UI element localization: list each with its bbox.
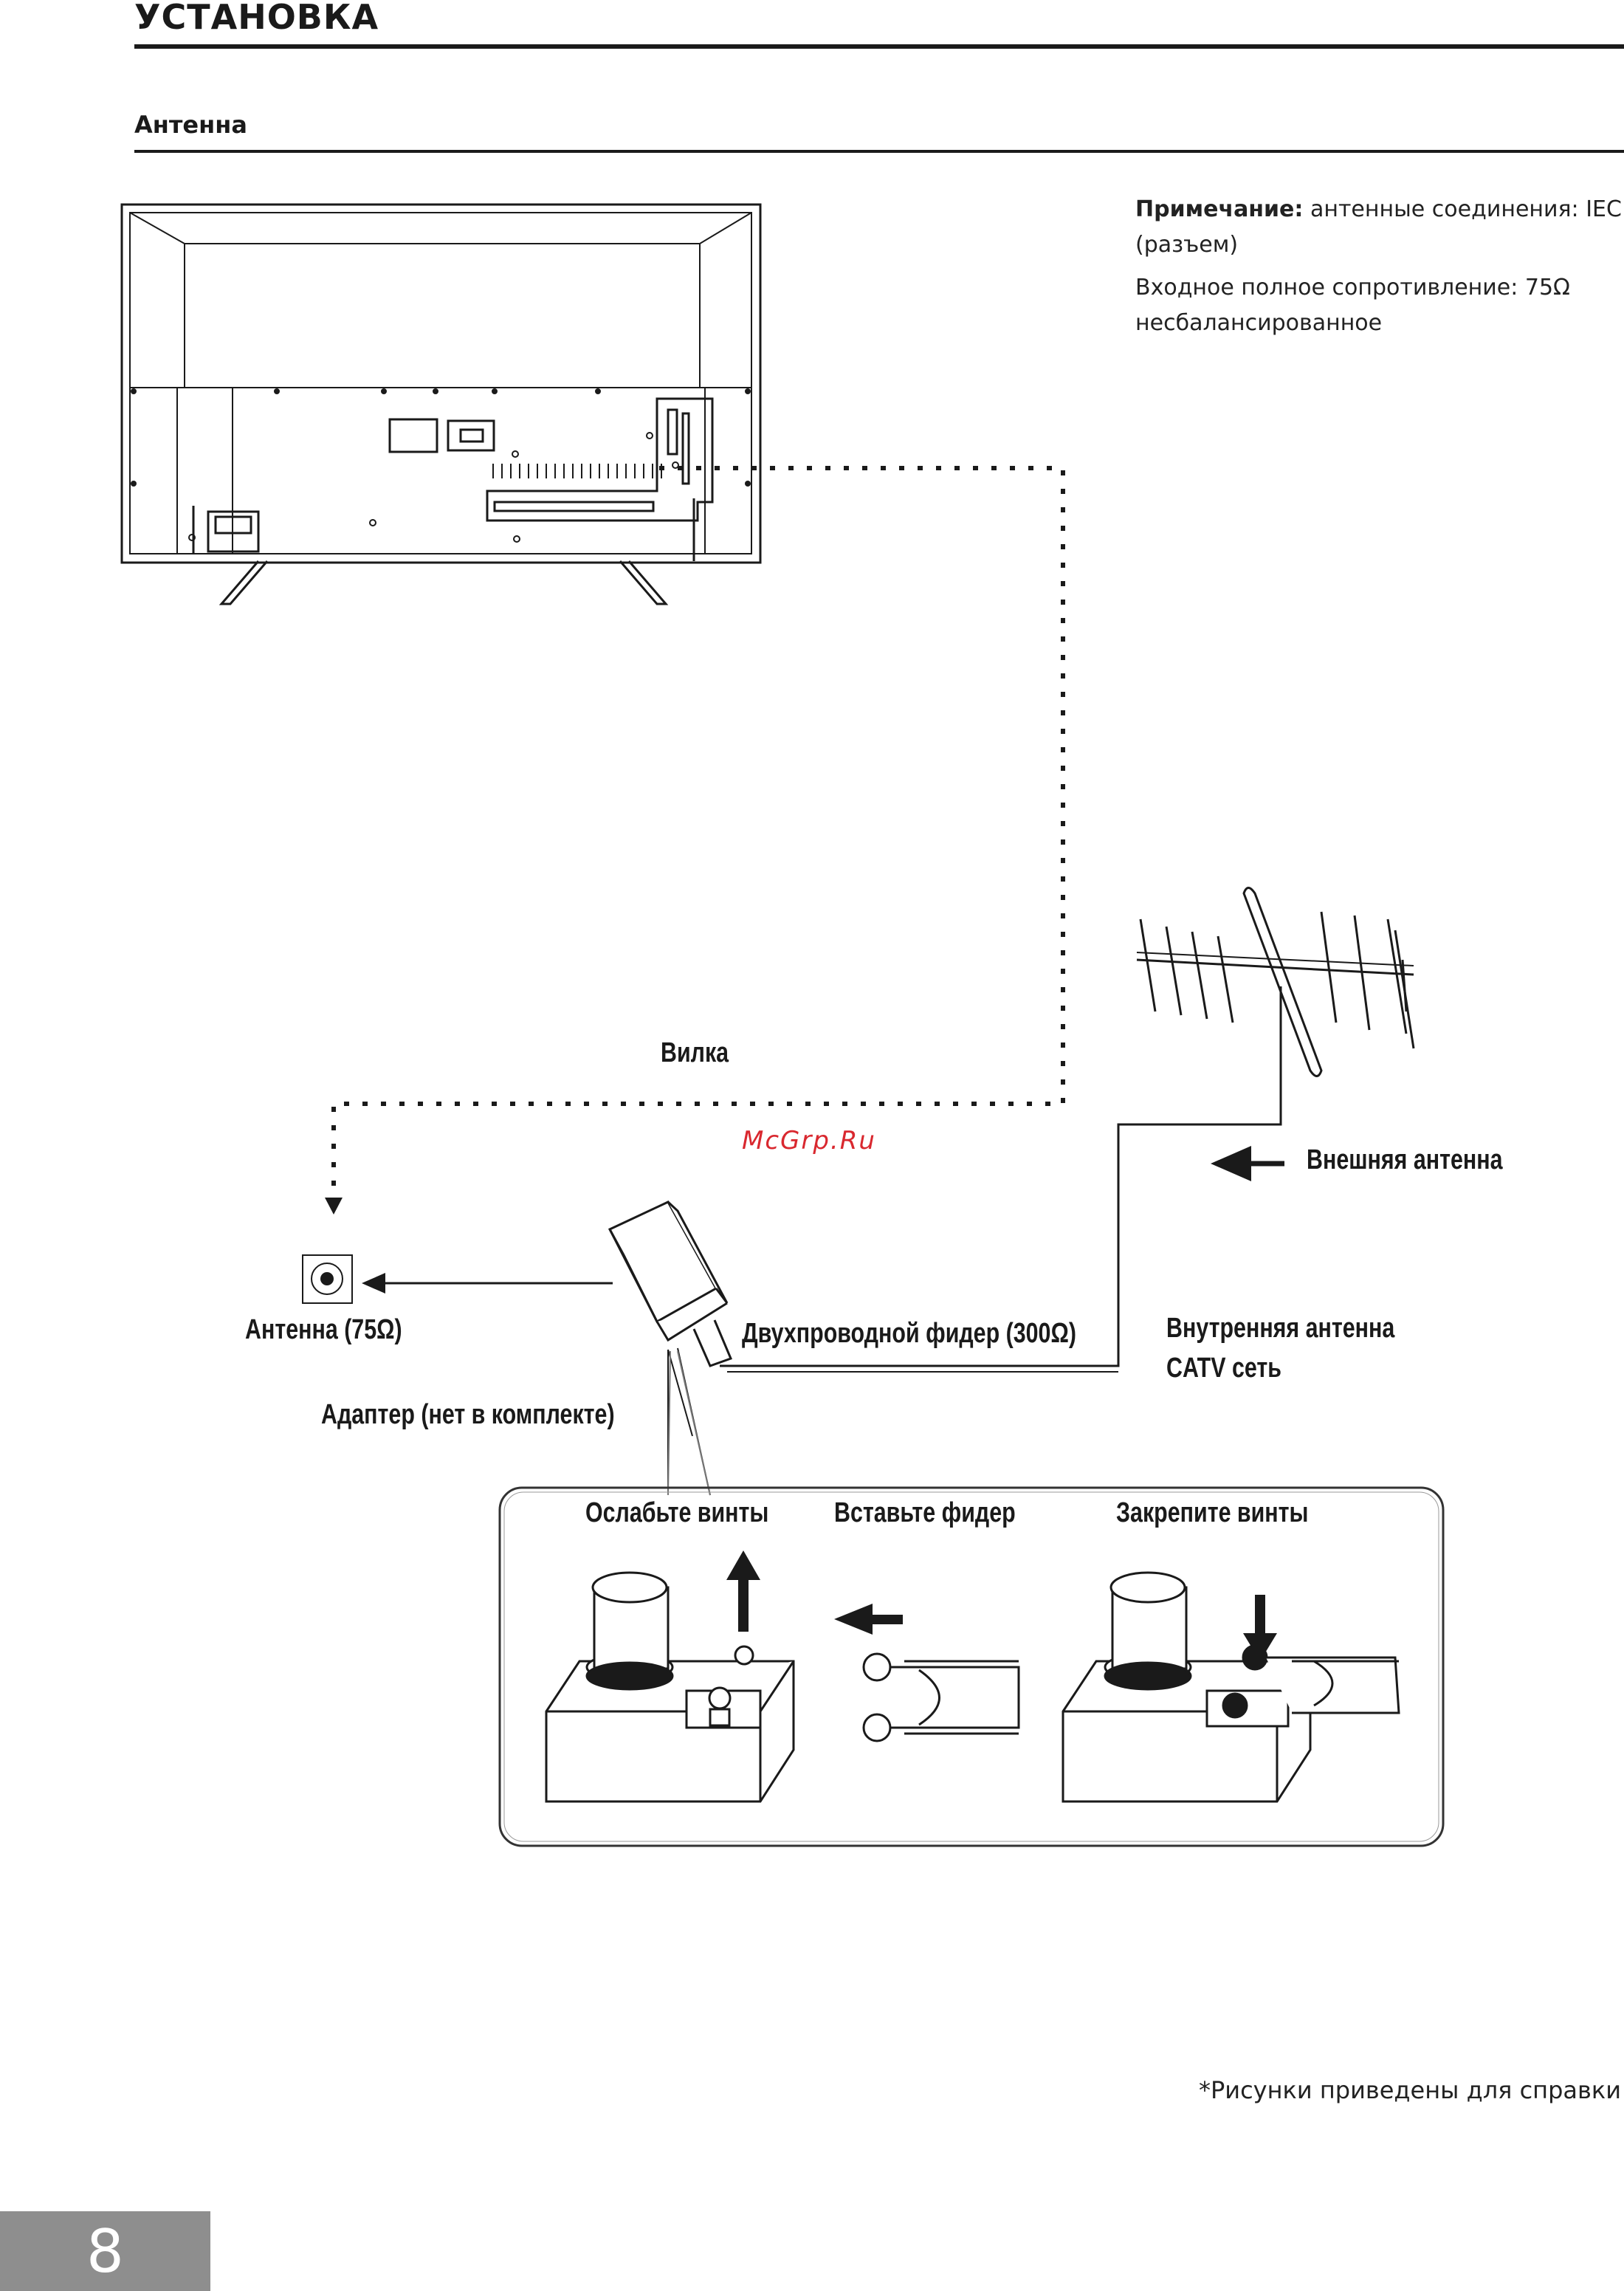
twin-lead-icon <box>862 1652 1020 1742</box>
callout-line-left <box>667 1350 671 1496</box>
cable-path <box>331 466 1065 1200</box>
label-adapter: Адаптер (нет в комплекте) <box>321 1399 615 1430</box>
label-antenna-jack: Антенна (75Ω) <box>245 1314 402 1345</box>
twin-lead-line <box>720 986 1282 1367</box>
section-title: УСТАНОВКА <box>134 0 379 37</box>
outdoor-arrow-head <box>1211 1146 1251 1181</box>
note-label: Примечание: <box>1135 196 1304 222</box>
note-line-1: Примечание: антенные соединения: IEC (ра… <box>1135 192 1623 263</box>
page-number-box <box>0 2211 210 2291</box>
subsection-title: Антенна <box>134 111 247 139</box>
label-plug: Вилка <box>661 1037 729 1068</box>
label-catv: CATV сеть <box>1166 1353 1281 1384</box>
note-block: Примечание: антенные соединения: IEC (ра… <box>1135 192 1623 348</box>
adapter-to-jack-arrowhead <box>362 1273 385 1294</box>
watermark: McGrp.Ru <box>742 1126 876 1155</box>
page-number: 8 <box>86 2216 124 2286</box>
tv-back-icon <box>120 203 762 605</box>
note-line-2: Входное полное сопротивление: 75Ω несбал… <box>1135 275 1570 336</box>
terminal-icon <box>545 1571 795 1803</box>
cable-arrowhead <box>325 1198 343 1215</box>
label-insert: Вставьте фидер <box>834 1497 1016 1528</box>
balun-adapter-icon <box>608 1201 733 1496</box>
outdoor-antenna-icon <box>1136 887 1415 1077</box>
antenna-jack-icon <box>302 1254 353 1304</box>
subsection-rule <box>134 150 1624 153</box>
footnote: *Рисунки приведены для справки <box>1198 2076 1621 2104</box>
label-outdoor-antenna: Внешняя антенна <box>1307 1144 1503 1175</box>
label-tighten: Закрепите винты <box>1116 1497 1309 1528</box>
arrow-icon <box>726 1550 760 1632</box>
note-text-1: антенные соединения: IEC (разъем) <box>1135 196 1622 258</box>
label-twin-lead: Двухпроводной фидер (300Ω) <box>742 1318 1076 1349</box>
callout-line-right <box>677 1350 711 1496</box>
label-indoor-antenna: Внутренняя антенна <box>1166 1313 1395 1344</box>
header-rule <box>134 44 1624 49</box>
label-loosen: Ослабьте винты <box>585 1497 769 1528</box>
detail-frame <box>498 1486 1445 1847</box>
